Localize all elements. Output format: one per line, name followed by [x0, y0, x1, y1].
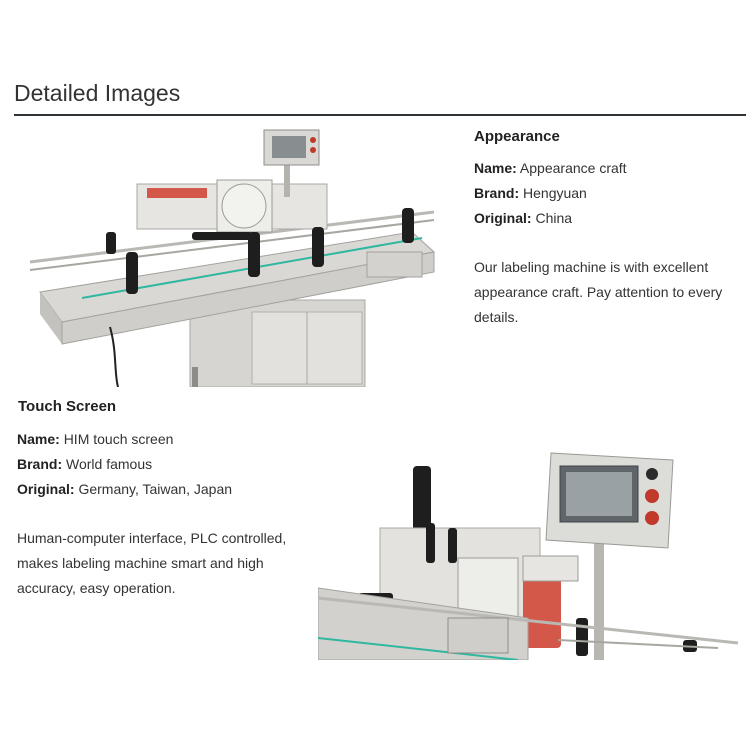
touch-screen-brand-value: World famous [66, 456, 153, 472]
appearance-origin-label: Original: [474, 210, 532, 226]
appearance-name-value: Appearance craft [519, 160, 627, 176]
appearance-brand-label: Brand: [474, 185, 520, 201]
touch-screen-name-label: Name: [17, 431, 60, 447]
touch-screen-origin-value: Germany, Taiwan, Japan [78, 481, 233, 497]
appearance-description: Our labeling machine is with excellent a… [474, 255, 722, 330]
appearance-brand-row: Brand: Hengyuan [474, 185, 587, 201]
touch-screen-description: Human-computer interface, PLC controlled… [17, 526, 286, 601]
heading-divider [14, 114, 746, 116]
appearance-name-row: Name: Appearance craft [474, 160, 627, 176]
touch-screen-origin-label: Original: [17, 481, 75, 497]
section-heading: Detailed Images [14, 80, 181, 106]
touch-screen-title: Touch Screen [18, 398, 117, 415]
touch-screen-brand-label: Brand: [17, 456, 63, 472]
touch-screen-name-row: Name: HIM touch screen [17, 431, 173, 447]
touch-screen-photo [318, 448, 738, 660]
appearance-description-line: details. [474, 309, 519, 325]
appearance-origin-value: China [535, 210, 573, 226]
appearance-title: Appearance [474, 128, 560, 145]
appearance-origin-row: Original: China [474, 210, 572, 226]
touch-screen-description-line: makes labeling machine smart and high [17, 555, 264, 571]
appearance-description-line: appearance craft. Pay attention to every [474, 284, 723, 300]
appearance-name-label: Name: [474, 160, 517, 176]
appearance-description-line: Our labeling machine is with excellent [474, 259, 709, 275]
touch-screen-brand-row: Brand: World famous [17, 456, 152, 472]
touch-screen-description-line: Human-computer interface, PLC controlled… [17, 530, 287, 546]
touch-screen-name-value: HIM touch screen [63, 431, 174, 447]
touch-screen-origin-row: Original: Germany, Taiwan, Japan [17, 481, 232, 497]
touch-screen-description-line: accuracy, easy operation. [17, 580, 176, 596]
appearance-brand-value: Hengyuan [523, 185, 587, 201]
labeling-machine-photo [22, 122, 442, 387]
